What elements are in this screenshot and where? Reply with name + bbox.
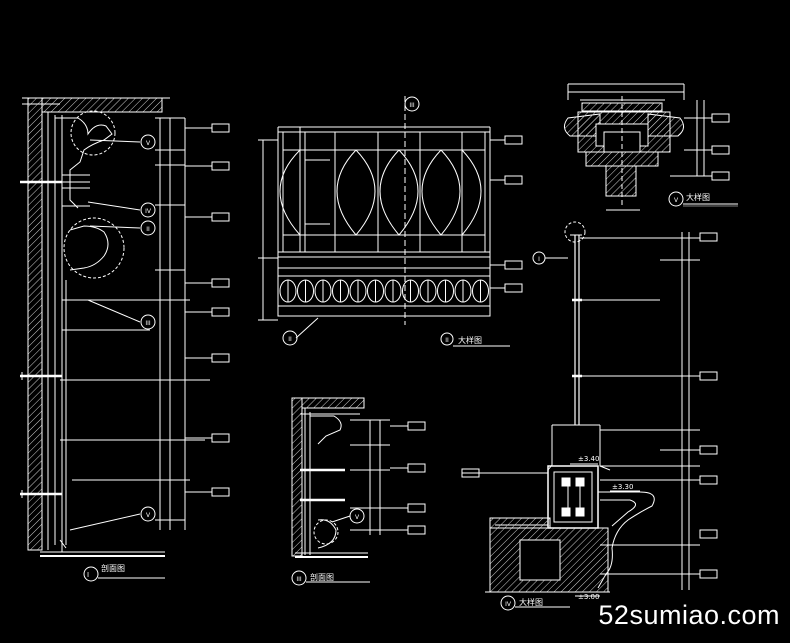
marker-5: V — [674, 197, 679, 204]
level-label-a: ±3.40 — [578, 455, 599, 463]
section-5-title: 大样图 — [686, 192, 710, 202]
section-4-profile — [461, 221, 718, 597]
level-label-b: ±3.30 — [612, 483, 633, 491]
watermark: 52sumiao.com — [598, 593, 780, 637]
marker-2-title: II — [445, 337, 449, 344]
callout-iii: III — [145, 320, 151, 327]
callout-ii: II — [146, 226, 150, 233]
section-4-title: 大样图 — [519, 597, 543, 607]
callout-iv: IV — [145, 208, 152, 215]
section-2-elevation — [258, 96, 523, 347]
callout-v-1: V — [146, 140, 151, 147]
marker-3: III — [296, 576, 302, 583]
marker-4: IV — [505, 601, 512, 608]
callout-i-right: I — [538, 256, 540, 263]
callout-v-3: V — [355, 514, 360, 521]
section-3-profile — [291, 397, 426, 558]
section-2-title: 大样图 — [458, 335, 482, 345]
level-label-c: ±3.00 — [578, 593, 599, 601]
section-2-lattice — [279, 279, 489, 303]
title-markers — [83, 566, 570, 611]
marker-2: II — [288, 336, 292, 343]
section-1-profile — [20, 97, 212, 557]
section-1-title: 剖面图 — [101, 563, 125, 573]
section-3-title: 剖面图 — [310, 572, 334, 582]
section-1-tags — [140, 123, 230, 522]
section-5-detail — [564, 83, 738, 211]
callout-v-2: V — [146, 512, 151, 519]
callout-iii-top: III — [409, 102, 415, 109]
marker-1: I — [87, 571, 89, 579]
watermark-text: 52sumiao.com — [598, 599, 780, 630]
